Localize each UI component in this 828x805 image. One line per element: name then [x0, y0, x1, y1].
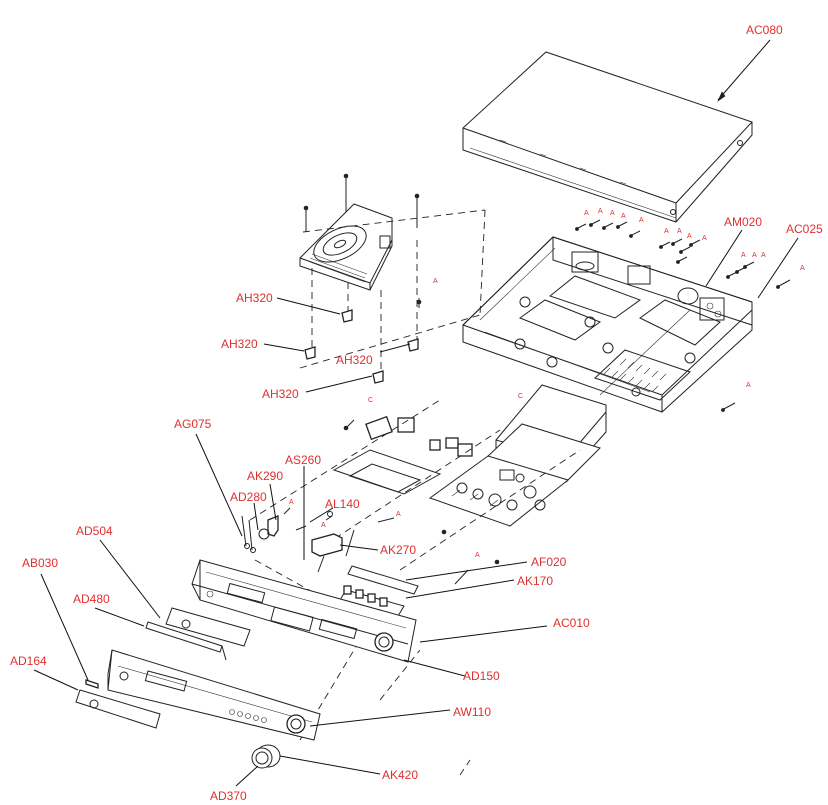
- screws-rear: [575, 219, 791, 412]
- label-ad480: AD480: [73, 592, 110, 606]
- part-ab030: [85, 679, 99, 689]
- label-aw110: AW110: [453, 705, 491, 719]
- small-pcb: [332, 415, 473, 495]
- front-frame: [191, 559, 417, 663]
- label-ak170: AK170: [517, 574, 553, 588]
- marker-a: A: [687, 233, 692, 240]
- front-bar-af020: [347, 565, 419, 595]
- label-ad150: AD150: [463, 669, 500, 683]
- label-ab030: AB030: [22, 556, 58, 570]
- marker-a: A: [741, 252, 746, 259]
- marker-a: A: [396, 511, 401, 518]
- rod-ad480: [145, 621, 227, 661]
- leader-lines: [33, 39, 799, 787]
- marker-a: A: [584, 210, 589, 217]
- ah320-brackets: [304, 298, 422, 384]
- marker-a: A: [761, 252, 766, 259]
- main-pcb: [428, 455, 570, 527]
- label-as260: AS260: [285, 453, 321, 467]
- label-ac080: AC080: [746, 23, 783, 37]
- marker-c: C: [518, 393, 523, 400]
- marker-a: A: [677, 228, 682, 235]
- label-ah320: AH320: [221, 337, 258, 351]
- label-ac025: AC025: [786, 222, 823, 236]
- power-module: [485, 384, 607, 483]
- label-ak420: AK420: [382, 768, 418, 782]
- assembly-lines-main: [249, 399, 581, 776]
- label-ag075: AG075: [174, 417, 212, 431]
- knob-ad370: [251, 744, 281, 769]
- label-ad164: AD164: [10, 654, 47, 668]
- label-ak290: AK290: [247, 469, 283, 483]
- label-ah320: AH320: [236, 291, 273, 305]
- marker-c: C: [368, 397, 373, 404]
- marker-a: A: [702, 235, 707, 242]
- marker-a: A: [746, 382, 751, 389]
- marker-a: A: [321, 522, 326, 529]
- dvd-loader: [299, 173, 420, 291]
- marker-a: A: [610, 210, 615, 217]
- assembly-lines-loader: [299, 209, 486, 378]
- marker-a: A: [800, 265, 805, 272]
- top-cover: [462, 51, 753, 223]
- marker-a: A: [475, 552, 480, 559]
- plate-ad164: [75, 689, 161, 729]
- marker-a: A: [639, 217, 644, 224]
- marker-a: A: [664, 228, 669, 235]
- label-ah320: AH320: [336, 353, 373, 367]
- label-ad504: AD504: [76, 524, 113, 538]
- marker-a: A: [752, 252, 757, 259]
- label-ak270: AK270: [380, 543, 416, 557]
- label-ad280: AD280: [230, 490, 267, 504]
- plate-ad504: [165, 607, 251, 647]
- marker-a: A: [621, 213, 626, 220]
- front-panel: [107, 649, 321, 741]
- front-small-parts: [241, 507, 500, 585]
- label-am020: AM020: [724, 215, 762, 229]
- marker-a: A: [289, 499, 294, 506]
- reference-markers: A A A A A A A A A A A A A A A A A A A C …: [289, 208, 805, 559]
- part-labels: AC080 AM020 AC025 AH320 AH320 AH320 AH32…: [10, 23, 823, 803]
- label-al140: AL140: [325, 497, 360, 511]
- label-ad370: AD370: [210, 789, 247, 803]
- chassis: [462, 236, 753, 413]
- marker-a: A: [433, 278, 438, 285]
- label-af020: AF020: [531, 555, 567, 569]
- label-ah320: AH320: [262, 387, 299, 401]
- marker-a: A: [598, 208, 603, 215]
- label-ac010: AC010: [553, 616, 590, 630]
